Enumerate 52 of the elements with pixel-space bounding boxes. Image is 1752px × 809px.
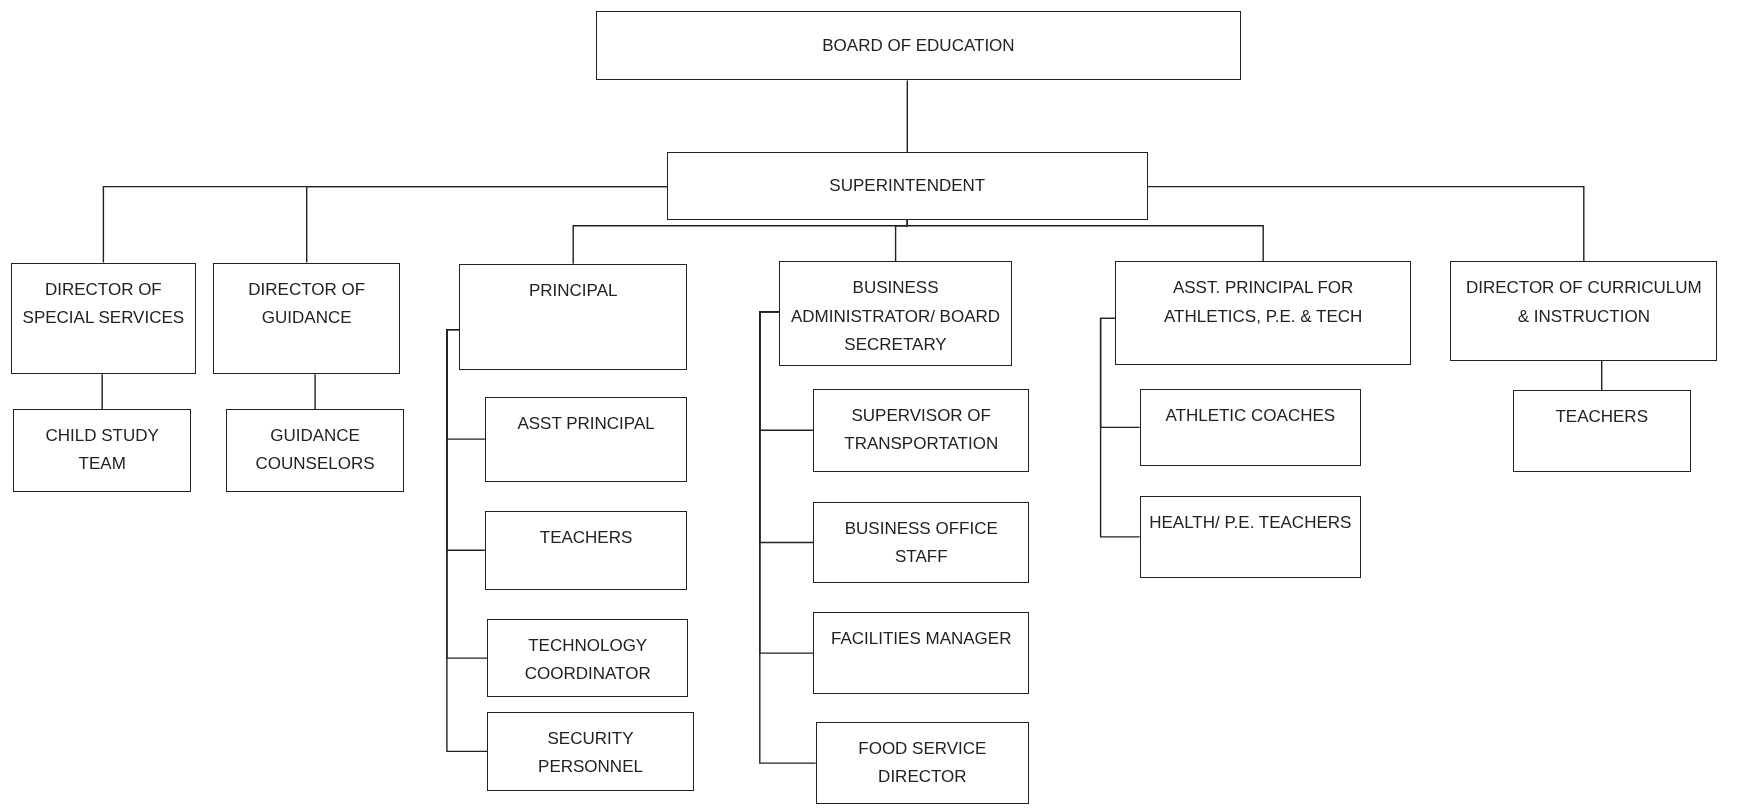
position-title: FOOD SERVICE DIRECTOR [857,737,988,788]
position-title: TEACHERS [539,526,633,549]
position-box [484,510,688,590]
position-title: ASST PRINCIPAL [517,412,655,435]
position-box [813,388,1030,472]
position-box [459,263,688,370]
connector-line [906,219,1264,263]
position-box [1450,261,1718,361]
connector-line [1146,185,1585,263]
position-box [1512,389,1691,472]
position-box [213,262,400,375]
connector-line [101,373,103,410]
position-box [595,11,1242,81]
connector-line [1099,317,1141,538]
position-title: DIRECTOR OF GUIDANCE [247,278,367,329]
position-title: ASST. PRINCIPAL FOR ATHLETICS, P.E. & TECH [1162,277,1364,328]
position-box [778,261,1013,367]
position-title: TEACHERS [1555,405,1648,428]
connector-line [906,79,908,153]
position-title: BUSINESS OFFICE STAFF [843,517,999,568]
position-box [1115,261,1412,366]
position-box [11,262,196,375]
position-title: BOARD OF EDUCATION [822,34,1015,57]
position-title: HEALTH/ P.E. TEACHERS [1149,512,1352,535]
connector-line [1601,360,1603,391]
position-box [13,408,192,492]
position-box [815,721,1030,805]
position-box [1139,388,1361,466]
position-box [813,501,1030,584]
position-box [1139,496,1361,578]
position-title: SECURITY PERSONNEL [537,727,644,778]
position-title: GUIDANCE COUNSELORS [254,424,376,475]
position-box [813,612,1030,694]
connector-line [446,328,488,753]
position-box [487,711,694,792]
position-title: BUSINESS ADMINISTRATOR/ BOARD SECRETARY [790,277,1002,356]
position-title: PRINCIPAL [528,279,618,302]
position-title: ATHLETIC COACHES [1165,404,1336,427]
position-title: CHILD STUDY TEAM [44,424,160,475]
position-box [225,408,405,492]
position-title: SUPERVISOR OF TRANSPORTATION [843,404,1000,455]
connector-line [759,311,817,764]
position-box [487,619,689,698]
position-title: DIRECTOR OF SPECIAL SERVICES [21,278,186,329]
position-title: DIRECTOR OF CURRICULUM & INSTRUCTION [1464,277,1703,328]
position-title: SUPERINTENDENT [829,175,986,197]
connector-line [306,185,668,264]
position-box [667,151,1148,221]
position-title: TECHNOLOGY COORDINATOR [523,635,652,686]
position-box [484,396,688,482]
connector-line [314,373,316,410]
position-title: FACILITIES MANAGER [831,628,1012,651]
